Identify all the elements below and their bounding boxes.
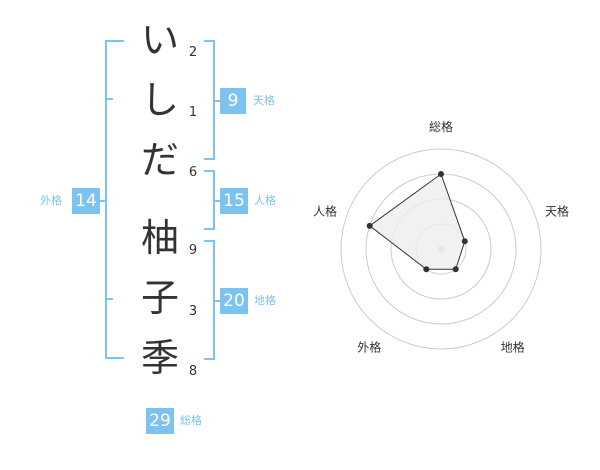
chikaku-value: 20 bbox=[220, 288, 248, 314]
radar-axis-label-5: 人格 bbox=[313, 203, 337, 218]
radar-axis-label-4: 外格 bbox=[357, 340, 381, 355]
gaikaku-label: 外格 bbox=[40, 194, 62, 207]
gaikaku-value: 14 bbox=[72, 188, 100, 214]
radar-axis-label-2: 天格 bbox=[545, 203, 569, 218]
name-char-5: 子 bbox=[140, 276, 179, 320]
name-char-2: し bbox=[140, 78, 179, 122]
radar-ring-4 bbox=[340, 148, 542, 350]
radar-point-5 bbox=[366, 222, 373, 229]
name-char-6: 季 bbox=[140, 336, 179, 380]
name-char-1: い bbox=[140, 18, 179, 62]
jinkaku-value: 15 bbox=[220, 188, 248, 214]
stroke-count-4: 9 bbox=[188, 243, 198, 258]
name-char-3: だ bbox=[140, 138, 179, 182]
name-char-4: 柚 bbox=[140, 216, 179, 260]
radar-point-3 bbox=[452, 266, 459, 273]
stroke-count-6: 8 bbox=[188, 364, 198, 379]
radar-axis-label-3: 地格 bbox=[501, 340, 525, 355]
soukaku-value: 29 bbox=[146, 408, 174, 434]
radar-point-4 bbox=[423, 266, 430, 273]
stroke-count-2: 1 bbox=[188, 105, 198, 120]
radar-series-area bbox=[368, 173, 466, 270]
radar-point-1 bbox=[438, 171, 444, 177]
radar-point-2 bbox=[461, 238, 468, 245]
soukaku-label: 総格 bbox=[180, 414, 202, 427]
tenkaku-label: 天格 bbox=[253, 94, 275, 107]
tenkaku-value: 9 bbox=[220, 88, 246, 114]
chikaku-label: 地格 bbox=[254, 294, 276, 307]
jinkaku-label: 人格 bbox=[254, 194, 276, 207]
stroke-count-3: 6 bbox=[188, 165, 198, 180]
stroke-count-5: 3 bbox=[188, 304, 198, 319]
radar-axis-label-1: 総格 bbox=[429, 119, 453, 134]
stroke-count-1: 2 bbox=[188, 45, 198, 60]
